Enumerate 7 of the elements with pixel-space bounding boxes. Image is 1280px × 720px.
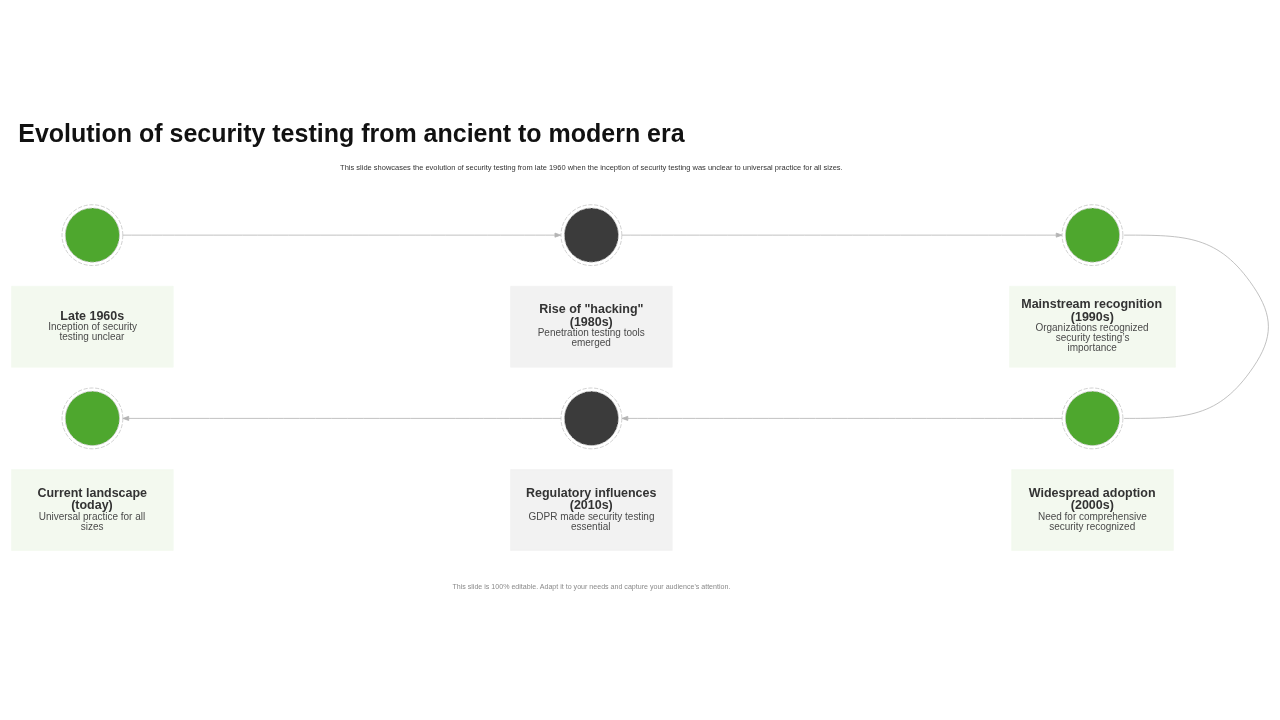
arrow [122, 232, 562, 238]
arrow [621, 232, 1063, 238]
connector [1123, 234, 1269, 419]
label: This slide showcases the evolution of security testing from late 1960 when the inception of security testing was unclear to universal practice for all sizes. [340, 162, 843, 172]
arrow [122, 415, 562, 421]
arrow [621, 415, 1063, 421]
diagram-title: Evolution of security testing from ancient to modern era [18, 118, 685, 147]
